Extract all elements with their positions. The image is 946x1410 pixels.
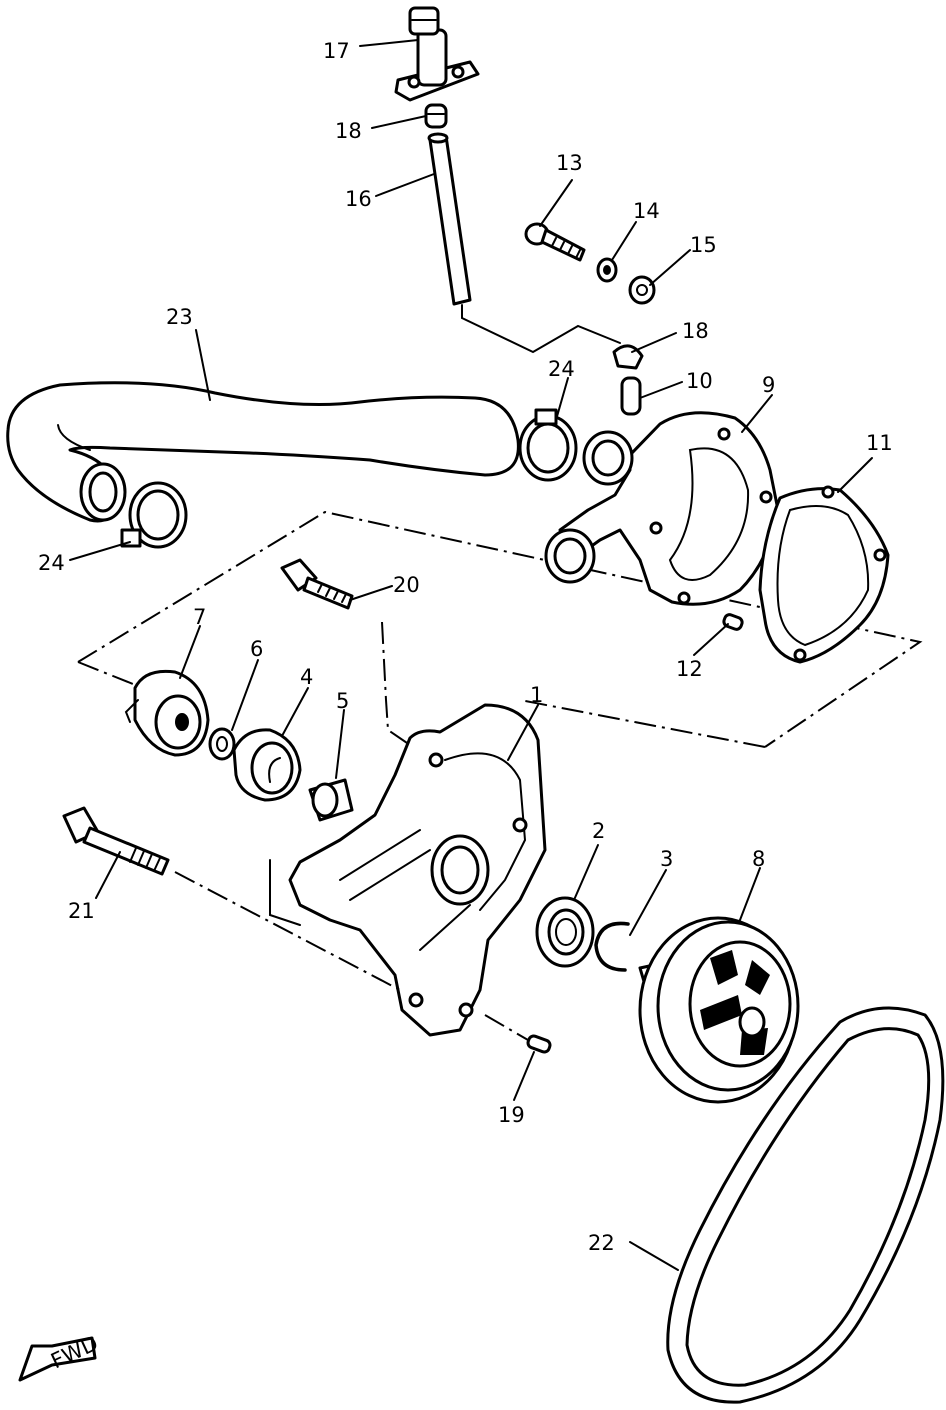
part-6-washer	[208, 727, 236, 761]
part-13-bolt	[524, 222, 586, 262]
part-1-pump-housing	[269, 703, 547, 1037]
part-17-thermo-unit	[394, 6, 480, 102]
callout-14: 14	[633, 199, 660, 223]
part-23-hose	[6, 381, 520, 523]
part-9-housing-cover	[544, 411, 780, 606]
callout-8: 8	[752, 847, 765, 871]
callout-15: 15	[690, 233, 717, 257]
callout-9: 9	[762, 373, 775, 397]
part-19-dowel	[526, 1034, 552, 1054]
callout-4: 4	[300, 665, 313, 689]
part-15-nut	[628, 275, 656, 305]
part-8-pulley	[638, 916, 800, 1104]
part-2-bearing	[535, 896, 595, 968]
callout-11: 11	[866, 431, 893, 455]
part-5-sleeve	[308, 778, 354, 822]
part-3-circlip	[594, 921, 630, 972]
callout-3: 3	[660, 847, 673, 871]
callout-19: 19	[498, 1103, 525, 1127]
leader-dowel19	[484, 1014, 529, 1041]
callout-21: 21	[68, 899, 95, 923]
leader-pipe-to-housing	[461, 304, 621, 354]
callout-1: 1	[530, 683, 543, 707]
callout-10: 10	[686, 369, 713, 393]
part-20-bolt	[280, 558, 354, 610]
part-21-bolt	[62, 806, 170, 876]
part-16-pipe	[427, 132, 472, 306]
part-22-belt	[666, 1006, 945, 1404]
callout-18-top: 18	[335, 119, 362, 143]
callout-7: 7	[193, 605, 206, 629]
callout-16: 16	[345, 187, 372, 211]
callout-23: 23	[166, 305, 193, 329]
leader-bolt20	[381, 621, 411, 746]
assembly-outline-right	[519, 699, 766, 748]
callout-20: 20	[393, 573, 420, 597]
part-10-pin	[620, 376, 642, 416]
part-12-dowel	[722, 613, 744, 631]
part-4-seal	[232, 728, 302, 802]
assembly-outline-left	[77, 661, 149, 691]
part-14-washer	[596, 257, 618, 283]
callout-18-middle: 18	[682, 319, 709, 343]
callout-12: 12	[676, 657, 703, 681]
front-arrow-icon: FWD	[18, 1331, 102, 1382]
callout-13: 13	[556, 151, 583, 175]
part-18-grommet-top	[424, 103, 448, 129]
callout-2: 2	[592, 819, 605, 843]
callout-5: 5	[336, 689, 349, 713]
callout-24-right: 24	[548, 357, 575, 381]
callout-22: 22	[588, 1231, 615, 1255]
part-11-gasket	[758, 485, 890, 664]
part-24-clamp-right	[518, 408, 578, 482]
leader-lines	[69, 39, 873, 1271]
leader-bolt21	[174, 871, 401, 991]
part-7-impeller	[124, 669, 210, 757]
front-arrow-label: FWD	[47, 1331, 102, 1373]
callout-17: 17	[323, 39, 350, 63]
part-24-clamp-left	[120, 481, 188, 549]
callout-6: 6	[250, 637, 263, 661]
callout-24-left: 24	[38, 551, 65, 575]
assembly-outline	[77, 510, 923, 748]
